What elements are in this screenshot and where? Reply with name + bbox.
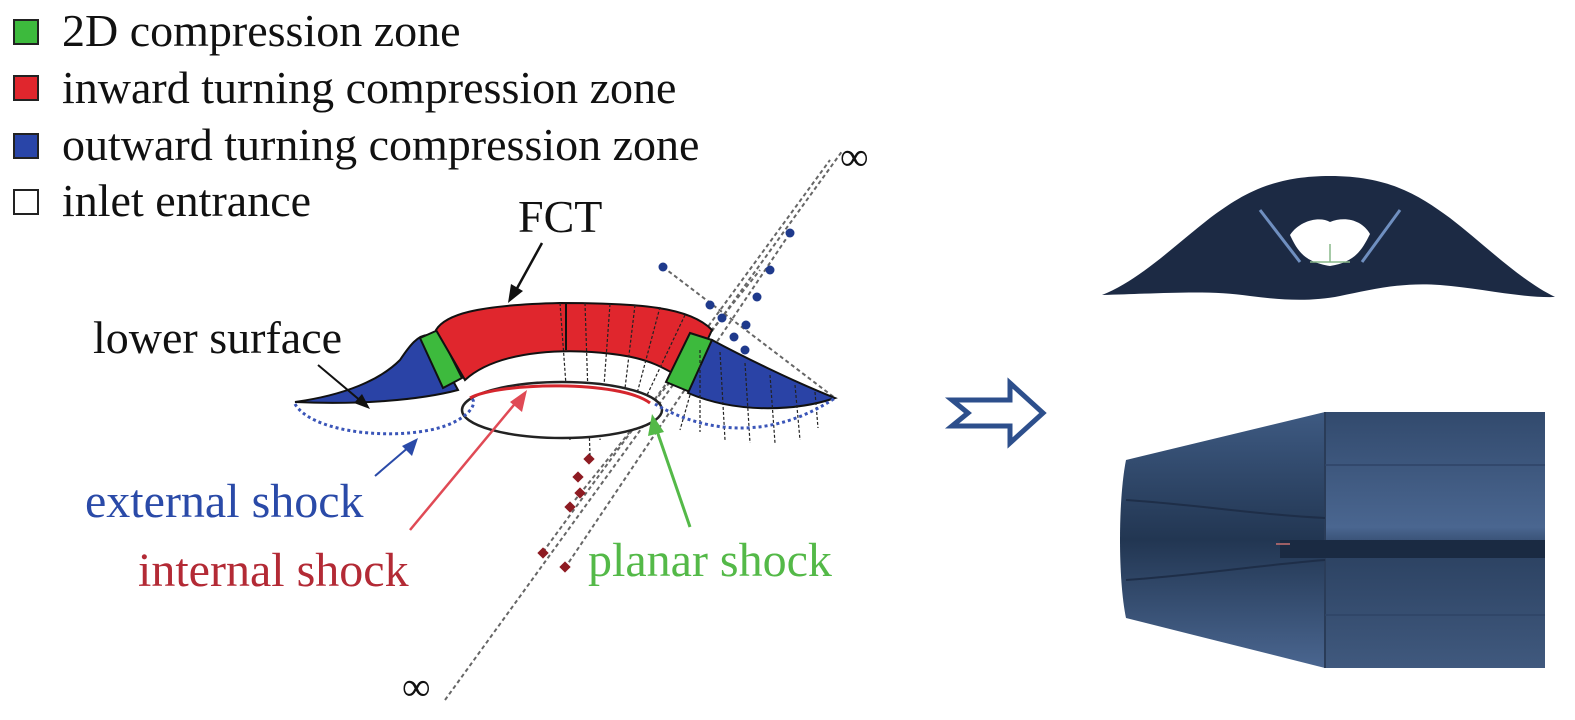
inlet-schematic: FCT lower surface external shock interna…	[85, 134, 869, 709]
legend-item-entrance: inlet entrance	[13, 175, 311, 226]
external-shock-label: external shock	[85, 475, 364, 528]
planar-shock-label: planar shock	[588, 534, 832, 587]
internal-shock-curve	[469, 384, 651, 405]
external-shock-curve	[293, 396, 476, 436]
legend-label-inward: inward turning compression zone	[62, 62, 676, 113]
legend-item-outward: outward turning compression zone	[13, 119, 699, 170]
lower-surface-arrow	[317, 364, 370, 409]
planar-shock-arrow	[648, 414, 692, 528]
ray-dots-red	[537, 453, 595, 573]
ray-dots	[658, 228, 795, 355]
legend: 2D compression zone inward turning compr…	[13, 5, 699, 226]
front-view-model	[1102, 176, 1555, 300]
swatch-green-icon	[13, 19, 39, 45]
internal-shock-arrow	[409, 390, 527, 531]
hollow-right-arrow-icon	[944, 377, 1047, 449]
legend-label-2d: 2D compression zone	[62, 5, 461, 56]
legend-label-outward: outward turning compression zone	[62, 119, 699, 170]
lower-surface-label: lower surface	[93, 312, 342, 363]
left-2d-zone	[418, 328, 464, 390]
inlet-entrance-outline	[460, 380, 664, 440]
legend-item-inward: inward turning compression zone	[13, 62, 676, 113]
infinity-top-label: ∞	[840, 134, 869, 179]
swatch-red-icon	[13, 75, 39, 101]
right-outward-zone	[686, 338, 838, 410]
side-view-model	[1120, 412, 1545, 668]
inward-zone	[434, 301, 714, 384]
fct-arrow	[508, 242, 544, 303]
external-shock-arrow	[374, 438, 418, 477]
infinity-bottom-label: ∞	[402, 664, 431, 709]
swatch-white-icon	[13, 189, 39, 215]
internal-shock-label: internal shock	[138, 544, 409, 597]
swatch-blue-icon	[13, 133, 39, 159]
legend-item-2d: 2D compression zone	[13, 5, 461, 56]
legend-label-entrance: inlet entrance	[62, 175, 311, 226]
front-inlet-opening	[1290, 219, 1370, 266]
external-shock-curve-right	[654, 396, 836, 430]
fct-label: FCT	[518, 191, 602, 242]
